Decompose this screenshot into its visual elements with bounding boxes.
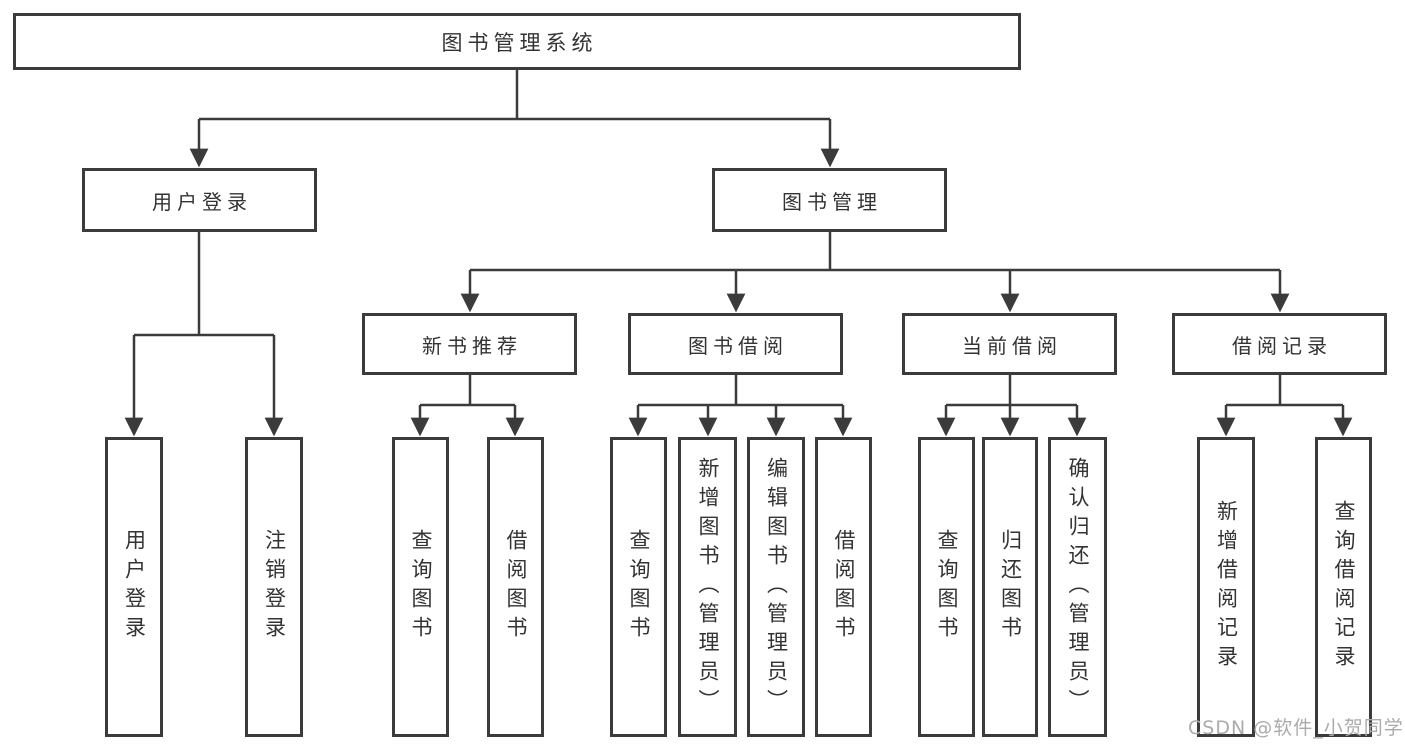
leaf-borrow-books-recommendation: 借阅图书: [487, 437, 544, 737]
leaf-logout: 注销登录: [245, 437, 303, 737]
node-book-management-label: 图书管理: [782, 189, 882, 214]
node-user-login: 用户登录: [82, 168, 317, 232]
leaf-query-books-current: 查询图书: [918, 437, 975, 737]
leaf-query-borrow-record-label: 查询借阅记录: [1332, 500, 1356, 674]
leaf-query-borrow-record: 查询借阅记录: [1315, 437, 1372, 737]
node-current-borrowing-label: 当前借阅: [962, 333, 1062, 358]
leaf-query-books-current-label: 查询图书: [935, 529, 959, 645]
leaf-query-books-borrowing-label: 查询图书: [627, 529, 651, 645]
node-new-book-recommendation-label: 新书推荐: [422, 333, 522, 358]
leaf-edit-books-admin-label: 编辑图书（管理员）: [764, 456, 789, 718]
leaf-query-books-borrowing: 查询图书: [610, 437, 667, 737]
node-root-system-label: 图书管理系统: [441, 30, 598, 55]
node-book-management: 图书管理: [712, 168, 947, 232]
leaf-borrow-books-borrowing: 借阅图书: [815, 437, 872, 737]
leaf-confirm-return-admin-label: 确认归还（管理员）: [1066, 456, 1090, 718]
node-borrowing-records-label: 借阅记录: [1232, 333, 1332, 358]
node-current-borrowing: 当前借阅: [902, 313, 1117, 375]
node-user-login-label: 用户登录: [152, 189, 252, 214]
leaf-query-books-recommendation: 查询图书: [392, 437, 449, 737]
node-book-borrowing: 图书借阅: [628, 313, 843, 375]
leaf-edit-books-admin: 编辑图书（管理员）: [747, 437, 805, 737]
leaf-borrow-books-recommendation-label: 借阅图书: [504, 529, 528, 645]
leaf-borrow-books-borrowing-label: 借阅图书: [832, 529, 856, 645]
node-root-system: 图书管理系统: [13, 13, 1021, 70]
leaf-user-login: 用户登录: [105, 437, 163, 737]
leaf-add-borrow-record-label: 新增借阅记录: [1214, 500, 1239, 674]
leaf-confirm-return-admin: 确认归还（管理员）: [1048, 437, 1107, 737]
leaf-add-books-admin-label: 新增图书（管理员）: [696, 456, 720, 718]
leaf-add-books-admin: 新增图书（管理员）: [678, 437, 737, 737]
leaf-return-books-label: 归还图书: [998, 529, 1023, 645]
leaf-return-books: 归还图书: [982, 437, 1038, 737]
node-new-book-recommendation: 新书推荐: [362, 313, 577, 375]
leaf-user-login-label: 用户登录: [122, 529, 147, 645]
leaf-logout-label: 注销登录: [262, 529, 287, 645]
csdn-watermark: CSDN @软件_小贺同学: [1188, 717, 1404, 739]
node-book-borrowing-label: 图书借阅: [688, 333, 788, 358]
leaf-add-borrow-record: 新增借阅记录: [1197, 437, 1255, 737]
leaf-query-books-recommendation-label: 查询图书: [409, 529, 433, 645]
node-borrowing-records: 借阅记录: [1172, 313, 1387, 375]
